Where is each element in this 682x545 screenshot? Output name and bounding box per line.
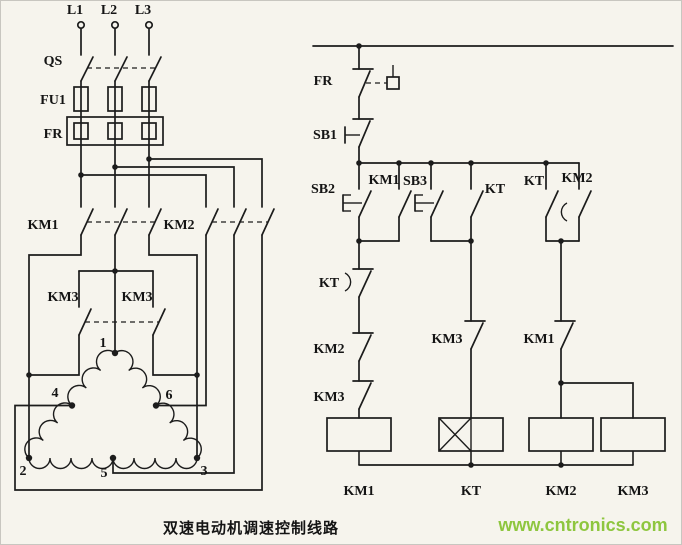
km2-interlock-label: KM2 — [313, 342, 344, 357]
km1-interlock-label: KM1 — [523, 332, 554, 347]
motor-terminal-4: 4 — [52, 386, 59, 401]
km2-interlock-contact: KM2 — [313, 296, 374, 362]
kt-delayed-close-label: KT — [524, 174, 545, 189]
sb2-start-low-button: SB2 — [311, 162, 372, 242]
km3-cutoff-label: KM3 — [431, 332, 462, 347]
motor-terminal-2: 2 — [20, 464, 27, 479]
km3-right-label: KM3 — [121, 290, 152, 305]
power-wiring — [14, 234, 263, 491]
km1-selfhold-label: KM1 — [368, 173, 399, 188]
km1-main-contacts: KM1 — [27, 208, 162, 236]
kt-coil: KT — [438, 417, 504, 499]
km2-main-contacts: KM2 — [163, 208, 275, 236]
km3-cutoff-contact: KM3 — [431, 240, 486, 419]
km2-selfhold-contact: KM2 — [545, 162, 593, 244]
motor-terminal-6: 6 — [166, 388, 173, 403]
km3-coil-label: KM3 — [617, 484, 648, 499]
qs-label: QS — [44, 54, 63, 69]
kt-delayed-open-label: KT — [319, 276, 340, 291]
kt-selfhold-label: KT — [485, 182, 506, 197]
motor-terminal-1: 1 — [100, 336, 107, 351]
kt-delayed-close-contact: KT — [524, 162, 568, 242]
sb1-stop-button: SB1 — [313, 118, 374, 164]
qs-switch: QS — [44, 54, 162, 82]
km1-coil-label: KM1 — [343, 484, 374, 499]
km1-coil: KM1 — [326, 417, 392, 499]
km3-left-label: KM3 — [47, 290, 78, 305]
sb1-label: SB1 — [313, 128, 337, 143]
sb2-label: SB2 — [311, 182, 335, 197]
kt-selfhold-contact: KT — [430, 162, 506, 244]
fr-control-label: FR — [314, 74, 334, 89]
kt-coil-label: KT — [461, 484, 482, 499]
control-bottom-rail — [358, 462, 634, 468]
fr-heater-element: FR — [44, 116, 164, 146]
motor-terminal-3: 3 — [201, 464, 208, 479]
km3-interlock-label: KM3 — [313, 390, 344, 405]
kt-delayed-open-contact: KT — [319, 240, 374, 298]
km1-selfhold-contact: KM1 — [356, 162, 412, 244]
fu1-fuses: FU1 — [40, 80, 157, 208]
phase-terminals: L1 L2 L3 — [67, 3, 154, 56]
power-branch-taps — [78, 156, 263, 208]
km2-coil: KM2 — [528, 417, 594, 499]
phase-l3-label: L3 — [135, 3, 151, 18]
km3-interlock-contact: KM3 — [313, 360, 374, 419]
km1-interlock-contact: KM1 — [523, 240, 634, 419]
km3-short-contacts: KM3 KM3 — [26, 270, 200, 378]
motor-terminal-5: 5 — [101, 466, 108, 481]
sb3-start-high-button: SB3 — [403, 162, 444, 242]
sb3-label: SB3 — [403, 174, 427, 189]
km3-coil: KM3 — [600, 417, 666, 499]
phase-l2-label: L2 — [101, 3, 117, 18]
fr-power-label: FR — [44, 127, 64, 142]
km2-selfhold-label: KM2 — [561, 171, 592, 186]
km1-main-label: KM1 — [27, 218, 58, 233]
diagram-caption: 双速电动机调速控制线路 — [163, 519, 339, 537]
km2-main-label: KM2 — [163, 218, 194, 233]
km2-coil-label: KM2 — [545, 484, 576, 499]
control-top-rail — [312, 43, 674, 49]
motor-delta-winding: 1 4 6 2 5 3 — [20, 336, 208, 481]
phase-l1-label: L1 — [67, 3, 83, 18]
watermark-text: www.cntronics.com — [497, 515, 667, 535]
fr-nc-contact: FR — [314, 45, 400, 120]
fu1-label: FU1 — [40, 93, 66, 108]
